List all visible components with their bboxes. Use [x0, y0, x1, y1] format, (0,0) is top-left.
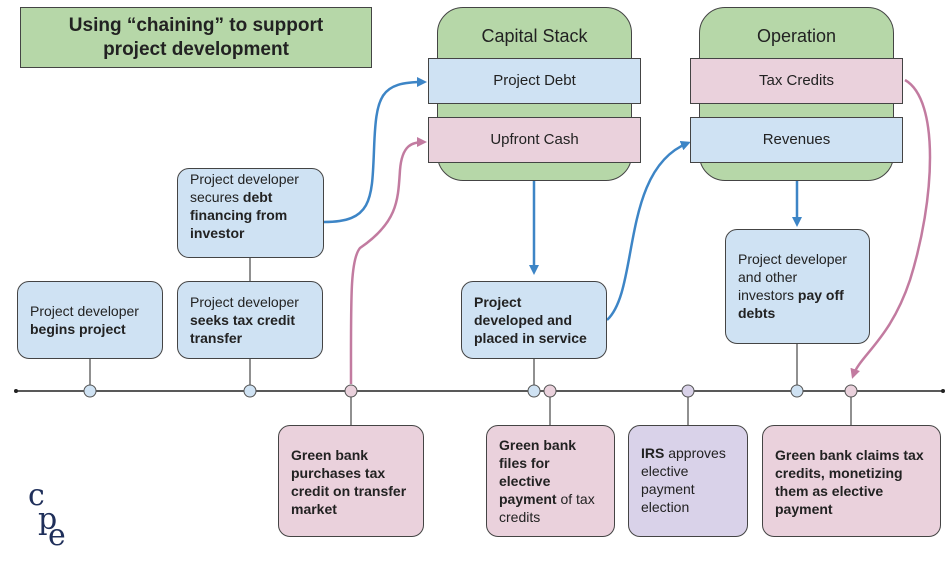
tax-credits-bar: Tax Credits	[690, 58, 903, 104]
upfront-cash-bar: Upfront Cash	[428, 117, 641, 163]
timeline-marker	[790, 384, 804, 398]
capital-stack-title: Capital Stack	[481, 26, 588, 46]
timeline-marker	[344, 384, 358, 398]
timeline-marker	[844, 384, 858, 398]
box-irs-approves: IRS approves elective payment election	[628, 425, 748, 537]
timeline-marker	[527, 384, 541, 398]
timeline-marker	[543, 384, 557, 398]
timeline-marker	[681, 384, 695, 398]
arrow-to-revenues	[606, 140, 691, 321]
project-debt-bar: Project Debt	[428, 58, 641, 104]
box-pay-off-debts: Project developer and other investors pa…	[725, 229, 870, 344]
timeline-marker	[83, 384, 97, 398]
box-developed: Project developed and placed in service	[461, 281, 607, 359]
operation-title: Operation	[756, 26, 837, 46]
box-green-bank-purchases: Green bank purchases tax credit on trans…	[278, 425, 424, 537]
box-secures-debt: Project developer secures debt financing…	[177, 168, 324, 258]
timeline-marker	[243, 384, 257, 398]
box-green-bank-claims: Green bank claims tax credits, monetizin…	[762, 425, 941, 537]
arrow-upfront-cash	[349, 137, 427, 385]
arrow-debt-financing	[323, 77, 427, 224]
box-green-bank-files: Green bank files for elective payment of…	[486, 425, 615, 537]
arrow-tax-credits	[850, 78, 932, 379]
cpe-logo: c p e	[28, 478, 66, 553]
revenues-bar: Revenues	[690, 117, 903, 163]
